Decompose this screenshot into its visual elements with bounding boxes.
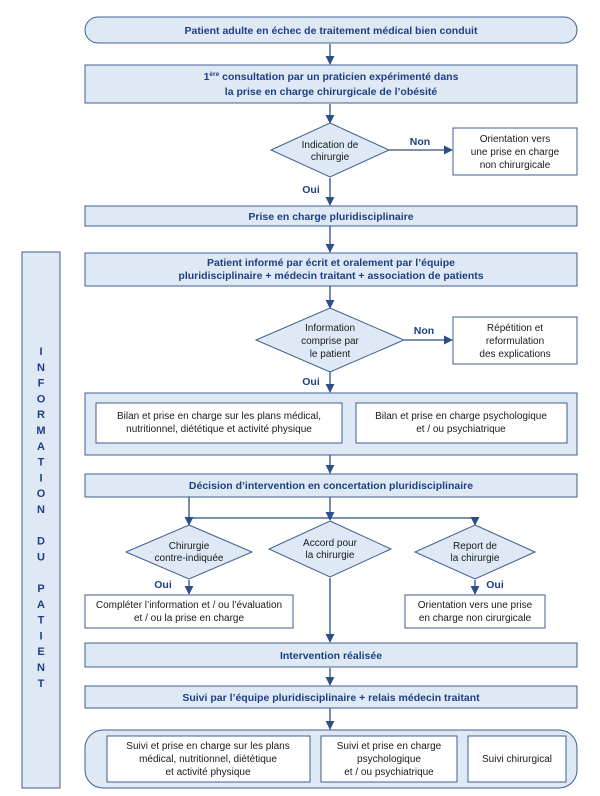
followup-medical-box — [106, 735, 311, 783]
information-line2: comprise par — [301, 336, 359, 347]
informed-line1: Patient informé par écrit et oralement p… — [207, 257, 455, 269]
side-panel-letter: T — [38, 615, 45, 627]
orientation1-line3: non chirurgicale — [480, 160, 551, 171]
orientation-box-2 — [404, 594, 546, 629]
contraindicated-yes-label: Oui — [154, 579, 172, 591]
repetition-line2: reformulation — [486, 336, 544, 347]
side-panel-letter: T — [38, 678, 45, 690]
side-panel-letter: N — [37, 504, 45, 516]
followup-box — [84, 685, 578, 709]
orientation-box-1 — [452, 127, 578, 176]
agreement-line1: Accord pour — [303, 538, 358, 549]
consultation-line2: la prise en charge chirurgicale de l’obé… — [225, 86, 438, 98]
indication-line2: chirurgie — [311, 152, 350, 163]
bilan-medical-line2: nutritionnel, diététique et activité phy… — [126, 424, 312, 435]
intervention-text: Intervention réalisée — [280, 650, 382, 662]
indication-line1: Indication de — [302, 140, 359, 151]
followup-psycho-line1: Suivi et prise en charge — [337, 741, 442, 752]
agreement-decision — [267, 520, 393, 578]
side-panel-letter: I — [39, 346, 42, 358]
side-panel-letter: P — [37, 583, 44, 595]
side-panel-letter: F — [38, 378, 45, 390]
contraindicated-decision — [124, 524, 254, 580]
side-panel-letter: A — [37, 599, 45, 611]
complete-info-box — [84, 594, 294, 629]
side-panel — [21, 251, 61, 789]
postpone-line2: la chirurgie — [451, 553, 500, 564]
informed-box — [84, 252, 578, 287]
followup-text: Suivi par l’équipe pluridisciplinaire + … — [182, 692, 480, 704]
orientation1-line1: Orientation vers — [480, 134, 551, 145]
bilan-psycho-line1: Bilan et prise en charge psychologique — [375, 411, 547, 422]
side-panel-letter: D — [37, 536, 45, 548]
orientation2-line1: Orientation vers une prise — [418, 600, 533, 611]
indication-no-label: Non — [410, 136, 430, 148]
complete-info-line2: et / ou la prise en charge — [134, 613, 245, 624]
repetition-line3: des explications — [479, 349, 550, 360]
consultation-box — [84, 64, 578, 104]
informed-line2: pluridisciplinaire + médecin traitant + … — [178, 270, 483, 282]
information-decision — [254, 307, 406, 373]
information-yes-label: Oui — [302, 376, 320, 388]
side-panel-letter: R — [37, 409, 45, 421]
postpone-line1: Report de — [453, 541, 497, 552]
bilan-medical-line1: Bilan et prise en charge sur les plans m… — [117, 411, 321, 422]
contraindicated-line2: contre-indiquée — [155, 553, 224, 564]
side-panel-letter: O — [37, 393, 46, 405]
bilan-psycho-line2: et / ou psychiatrique — [416, 424, 506, 435]
followup-medical-line1: Suivi et prise en charge sur les plans — [126, 741, 289, 752]
followup-psycho-line2: psychologique — [357, 754, 421, 765]
consultation-line1: 1ère consultation par un praticien expér… — [204, 71, 459, 83]
patient-header-box — [84, 16, 578, 44]
side-panel-letter: I — [39, 472, 42, 484]
side-panel-letter: N — [37, 662, 45, 674]
connectors — [184, 44, 480, 730]
followup-psycho-line3: et / ou psychiatrique — [344, 767, 434, 778]
side-panel-letter: M — [36, 425, 45, 437]
side-panel-letter: U — [37, 551, 45, 563]
information-line1: Information — [305, 323, 355, 334]
indication-decision — [269, 122, 391, 178]
concertation-box — [84, 473, 578, 498]
orientation1-line2: une prise en charge — [471, 147, 560, 158]
postpone-yes-label: Oui — [486, 579, 504, 591]
side-panel-letter: N — [37, 362, 45, 374]
followup-psycho-box — [320, 735, 458, 783]
side-panel-letter: T — [38, 457, 45, 469]
followup-surgical-box — [467, 735, 567, 783]
indication-yes-label: Oui — [302, 184, 320, 196]
side-panel-letter: I — [39, 630, 42, 642]
intervention-box — [84, 642, 578, 668]
contraindicated-line1: Chirurgie — [169, 541, 210, 552]
orientation2-line2: en charge non cirurgicale — [419, 613, 532, 624]
repetition-line1: Répétition et — [487, 323, 543, 334]
side-panel-letter: E — [37, 646, 44, 658]
patient-header-text: Patient adulte en échec de traitement mé… — [185, 25, 478, 37]
concertation-text: Décision d’intervention en concertation … — [189, 480, 473, 492]
side-panel-letter: O — [37, 488, 46, 500]
repetition-box — [452, 316, 578, 365]
pluridisciplinary-text: Prise en charge pluridisciplinaire — [248, 211, 413, 223]
pluridisciplinary-box — [84, 205, 578, 227]
information-line3: le patient — [310, 349, 351, 360]
agreement-line2: la chirurgie — [306, 550, 355, 561]
information-no-label: Non — [414, 325, 434, 337]
bilan-medical-box — [95, 402, 343, 444]
followup-medical-line3: et activité physique — [165, 767, 250, 778]
followup-surgical-text: Suivi chirurgical — [482, 754, 552, 765]
bilan-psycho-box — [355, 402, 568, 444]
complete-info-line1: Compléter l’information et / ou l’évalua… — [96, 600, 282, 611]
followup-medical-line2: médical, nutritionnel, diététique — [139, 754, 277, 765]
postpone-decision — [413, 524, 537, 580]
side-panel-letter: A — [37, 441, 45, 453]
